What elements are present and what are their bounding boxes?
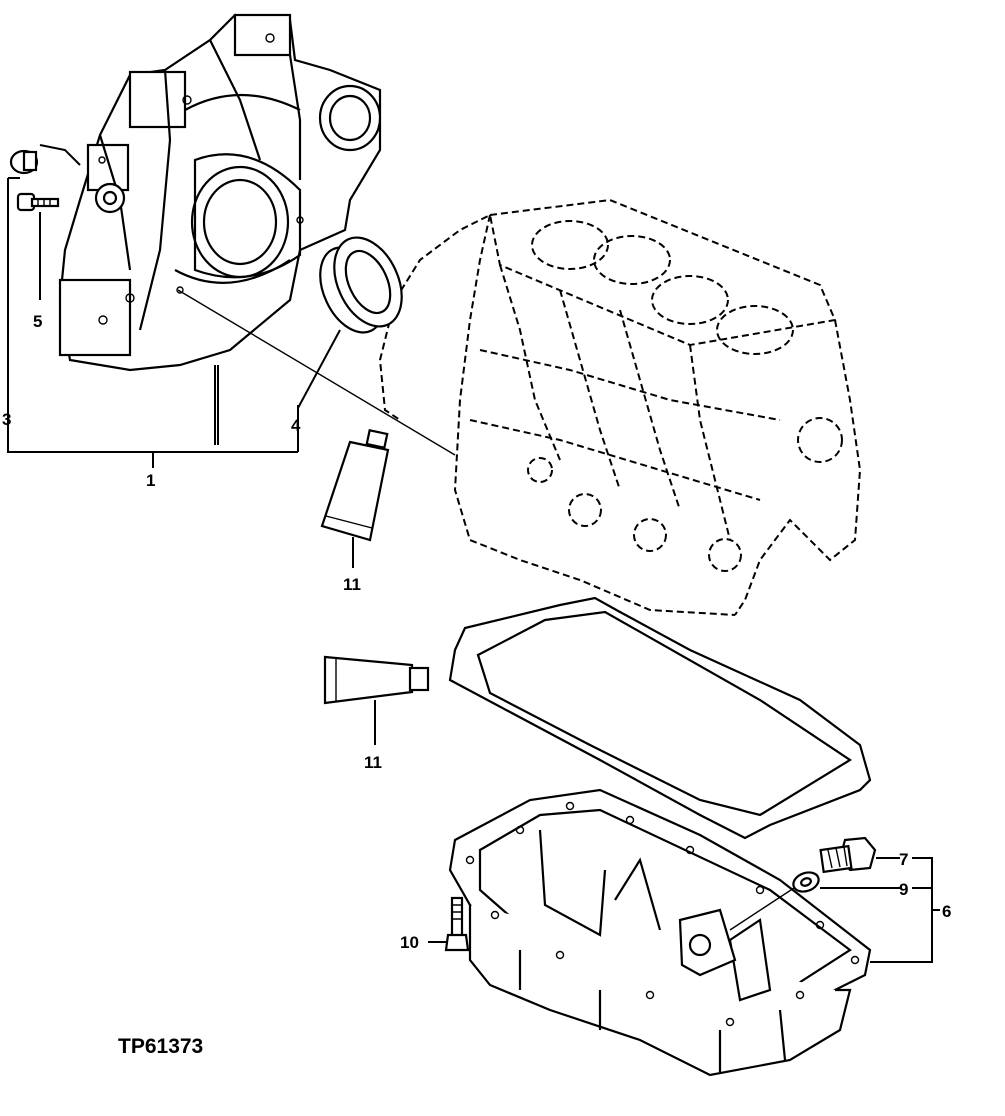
callout-9: 9: [899, 880, 908, 899]
crankshaft-oil-seal: [319, 236, 403, 334]
oil-pan: [448, 788, 872, 1077]
figure-reference: TP61373: [118, 1035, 203, 1058]
callout-4: 4: [291, 416, 301, 435]
drain-plug: [819, 836, 877, 874]
callout-1: 1: [146, 471, 155, 490]
leader-lines: [7, 144, 940, 963]
housing-bolt: [16, 192, 60, 212]
plug: [9, 149, 39, 175]
callout-7: 7: [899, 850, 908, 869]
engine-block-phantom: [378, 198, 862, 616]
callout-labels: 1 3 4 5 6 7 9 10 11 11: [2, 312, 951, 952]
callout-6: 6: [942, 902, 951, 921]
callout-3: 3: [2, 410, 11, 429]
callout-10: 10: [400, 933, 419, 952]
oil-pan-gasket: [448, 596, 872, 840]
callout-11-lower: 11: [364, 753, 382, 772]
sealant-tube-upper: [320, 428, 390, 542]
sealant-tube-lower: [323, 655, 430, 705]
drain-plug-washer: [792, 871, 820, 893]
callout-5: 5: [33, 312, 42, 331]
flywheel-housing: [58, 13, 382, 372]
oil-pan-bolt: [444, 896, 470, 952]
callout-11-upper: 11: [343, 575, 361, 594]
